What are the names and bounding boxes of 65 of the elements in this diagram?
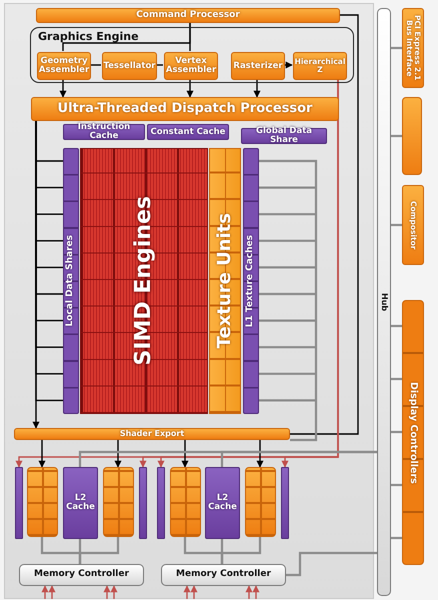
- arrow: [184, 585, 190, 599]
- connector-line: [391, 484, 402, 486]
- arrow: [60, 79, 66, 98]
- arrow: [42, 585, 48, 599]
- cache-box: Global Data Share: [241, 128, 327, 144]
- unit-block: [245, 467, 276, 537]
- bar-box: Command Processor: [36, 8, 340, 23]
- unit-block: [103, 467, 134, 537]
- connector-line: [391, 430, 402, 434]
- arrow: [252, 585, 260, 599]
- arrow: [254, 79, 260, 98]
- bar-block: [15, 467, 23, 539]
- arrow: [282, 79, 339, 468]
- arrow: [182, 440, 188, 468]
- connector-line: [391, 224, 402, 226]
- cache-box: L2 Cache: [205, 467, 240, 539]
- bar-block: [281, 467, 289, 539]
- display-column: Display Controllers: [402, 300, 424, 565]
- cache-column: L1 Texture Caches: [243, 148, 259, 414]
- process-box: Rasterizer: [231, 52, 285, 80]
- process-box: Geometry Assembler: [37, 52, 91, 80]
- controller-box: Memory Controller: [19, 564, 144, 586]
- arrow: [246, 585, 252, 599]
- arrow: [186, 79, 194, 98]
- bar-box: Shader Export: [14, 428, 290, 440]
- connector-line: [391, 46, 402, 50]
- simd-array: SIMD Engines: [80, 148, 208, 414]
- arrow: [190, 585, 198, 599]
- connector-line: [90, 64, 101, 66]
- process-box: Vertex Assembler: [164, 52, 218, 80]
- cache-box: Instruction Cache: [63, 124, 145, 140]
- unit-block: [170, 467, 201, 537]
- controller-box: Memory Controller: [161, 564, 286, 586]
- arrow: [256, 440, 264, 468]
- connector-line: [258, 160, 318, 442]
- connector-line: [220, 450, 377, 467]
- arrow: [48, 585, 56, 599]
- cache-box: Constant Cache: [147, 124, 229, 140]
- group-title: Graphics Engine: [38, 31, 139, 43]
- connector-line: [220, 537, 262, 564]
- arrow: [104, 585, 110, 599]
- process-box: Tessellator: [102, 52, 157, 80]
- group-frame: [30, 27, 354, 83]
- bar-block: [139, 467, 147, 539]
- connector-line: [286, 552, 377, 576]
- arrow: [284, 62, 293, 68]
- connector-line: [290, 14, 359, 435]
- bar-block: [157, 467, 165, 539]
- unit-block: [27, 467, 58, 537]
- texture-column: Texture Units: [209, 148, 241, 414]
- arrow: [114, 440, 122, 468]
- hub-bar: Hub: [377, 8, 391, 596]
- shares-column: Local Data Shares: [63, 148, 79, 414]
- connector-line: [391, 324, 402, 328]
- connector-line: [391, 134, 402, 138]
- bar-box: Ultra-Threaded Dispatch Processor: [31, 97, 339, 121]
- connector-line: [156, 64, 163, 66]
- connector-line: [391, 536, 402, 540]
- cache-box: L2 Cache: [63, 467, 98, 539]
- arrow: [38, 440, 46, 468]
- io-box: [402, 97, 422, 175]
- connector-line: [78, 537, 120, 564]
- connector-line: [391, 378, 402, 380]
- connector-line: [189, 23, 191, 51]
- arrow: [110, 585, 118, 599]
